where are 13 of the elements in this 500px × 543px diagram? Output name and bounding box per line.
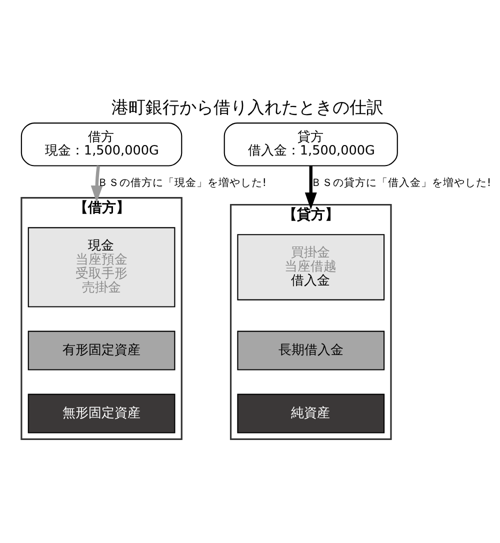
node-box: 借方 現金：1,500,000G — [20, 122, 182, 166]
arrow — [90, 166, 103, 203]
node-box: 貸方 借入金：1,500,000G — [224, 122, 398, 166]
node-box: 有形固定資産 — [28, 330, 176, 370]
edge-label: ＢＳの貸方に「借入金」を増やした! — [310, 176, 492, 190]
diagram-title: 港町銀行から借り入れたときの仕訳 — [112, 98, 384, 118]
node-box: 買掛金 当座借越 借入金 — [237, 234, 385, 300]
node-box: 長期借入金 — [237, 330, 385, 370]
node-box: 現金 当座預金 受取手形 売掛金 — [28, 227, 176, 308]
node-box: 純資産 — [237, 394, 385, 434]
edge-label: ＢＳの借方に「現金」を増やした! — [97, 176, 267, 190]
arrow — [304, 166, 317, 210]
node-box: 無形固定資産 — [28, 394, 176, 434]
